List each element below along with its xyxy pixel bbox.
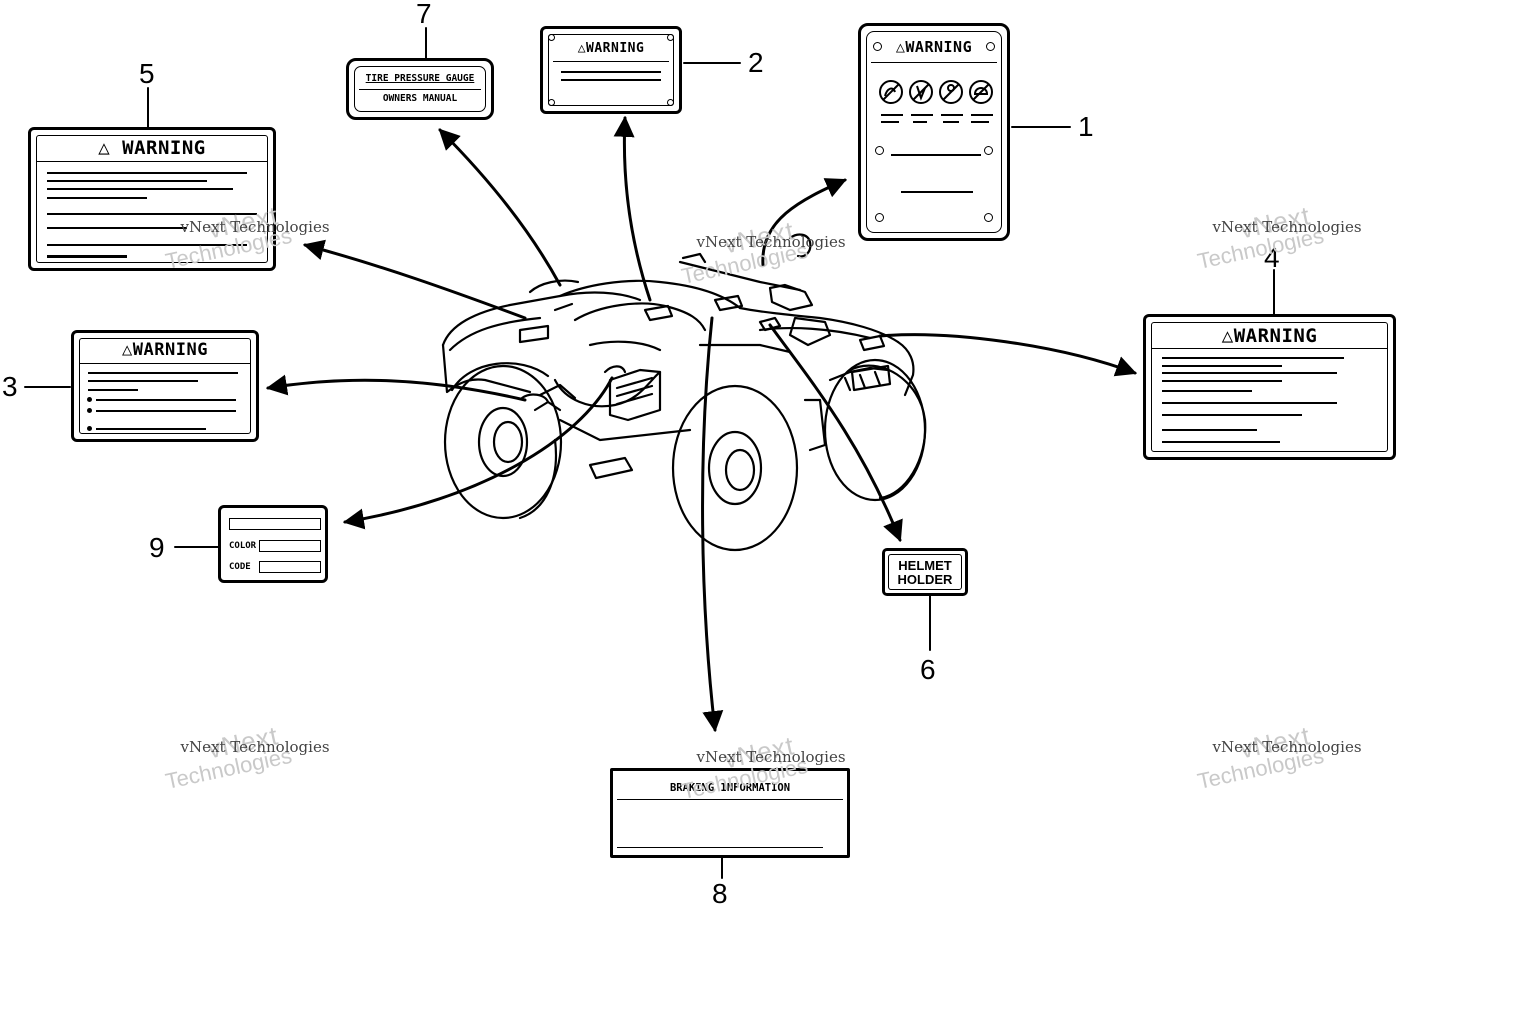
rivet-icon xyxy=(875,146,884,155)
leader-3 xyxy=(265,374,527,402)
code-field xyxy=(259,561,321,573)
label-2-title: △WARNING xyxy=(577,41,645,56)
callout-9: 9 xyxy=(149,532,165,563)
callout-5: 5 xyxy=(139,58,155,89)
no-underage-icon xyxy=(939,80,963,104)
leader-5 xyxy=(302,239,527,320)
label-4-title: △WARNING xyxy=(1221,325,1318,347)
wear-helmet-icon xyxy=(969,80,993,104)
leader-1 xyxy=(761,178,847,267)
warning-triangle-icon: △ xyxy=(122,340,133,360)
no-passenger-icon xyxy=(879,80,903,104)
callout-1: 1 xyxy=(1078,111,1094,142)
label-7-inner xyxy=(354,66,486,112)
label-1-inner xyxy=(866,31,1002,233)
label-4-inner xyxy=(1151,322,1388,452)
rivet-icon xyxy=(667,99,674,106)
rivet-icon xyxy=(984,146,993,155)
rear-wheels xyxy=(443,362,563,520)
rivet-icon xyxy=(548,34,555,41)
label-5-warning: △ WARNING xyxy=(28,127,276,271)
label-2-inner xyxy=(548,34,674,106)
warning-triangle-icon: △ xyxy=(577,41,587,56)
label-3-warning: △WARNING xyxy=(71,330,259,442)
color-label: COLOR xyxy=(229,541,257,551)
callout-8: 8 xyxy=(712,878,728,909)
color-field xyxy=(259,540,321,552)
warning-triangle-icon: △ xyxy=(98,137,111,159)
label-6-line2: HOLDER xyxy=(897,572,953,587)
label-8-title: BRAKING INFORMATION xyxy=(669,782,791,794)
atv-body xyxy=(441,233,915,480)
warning-triangle-icon: △ xyxy=(895,38,906,56)
callout-6: 6 xyxy=(920,654,936,685)
leader-2 xyxy=(613,115,652,302)
leader-6 xyxy=(768,323,903,542)
rivet-icon xyxy=(875,213,884,222)
callout-lines xyxy=(24,27,1275,879)
leader-arrows xyxy=(265,115,1137,733)
label-5-inner xyxy=(36,135,268,263)
callout-2: 2 xyxy=(748,47,764,78)
no-drugs-alcohol-icon xyxy=(909,80,933,104)
label-6-line1: HELMET xyxy=(898,558,952,573)
label-9-color-code: COLOR CODE xyxy=(218,505,328,583)
label-7-line1: TIRE PRESSURE GAUGE xyxy=(365,73,475,84)
leader-7 xyxy=(438,128,562,287)
label-7-line2: OWNERS MANUAL xyxy=(382,93,458,104)
model-field xyxy=(229,518,321,530)
label-2-warning: △WARNING xyxy=(540,26,682,114)
rivet-icon xyxy=(984,213,993,222)
front-wheels xyxy=(671,358,927,552)
warning-triangle-icon: △ xyxy=(1221,325,1234,347)
label-3-inner xyxy=(79,338,251,434)
rivet-icon xyxy=(986,42,995,51)
label-7-tire-pressure: TIRE PRESSURE GAUGE OWNERS MANUAL xyxy=(346,58,494,120)
label-8-braking-info: BRAKING INFORMATION xyxy=(610,768,850,858)
callout-7: 7 xyxy=(416,0,432,29)
label-1-title: △WARNING xyxy=(895,38,973,56)
rivet-icon xyxy=(667,34,674,41)
leader-4 xyxy=(878,333,1137,377)
label-4-warning: △WARNING xyxy=(1143,314,1396,460)
rivet-icon xyxy=(548,99,555,106)
label-3-title: △WARNING xyxy=(122,340,208,360)
rivet-icon xyxy=(873,42,882,51)
callout-3: 3 xyxy=(2,371,18,402)
label-6-inner xyxy=(888,554,962,590)
pictogram-row xyxy=(879,80,993,104)
callout-4: 4 xyxy=(1264,242,1280,273)
code-label: CODE xyxy=(229,562,251,572)
label-5-title: △ WARNING xyxy=(98,137,206,159)
leader-9 xyxy=(342,376,614,530)
label-6-helmet-holder: HELMET HOLDER xyxy=(882,548,968,596)
label-1-warning-pictogram: △WARNING xyxy=(858,23,1010,241)
leader-8 xyxy=(701,316,724,733)
